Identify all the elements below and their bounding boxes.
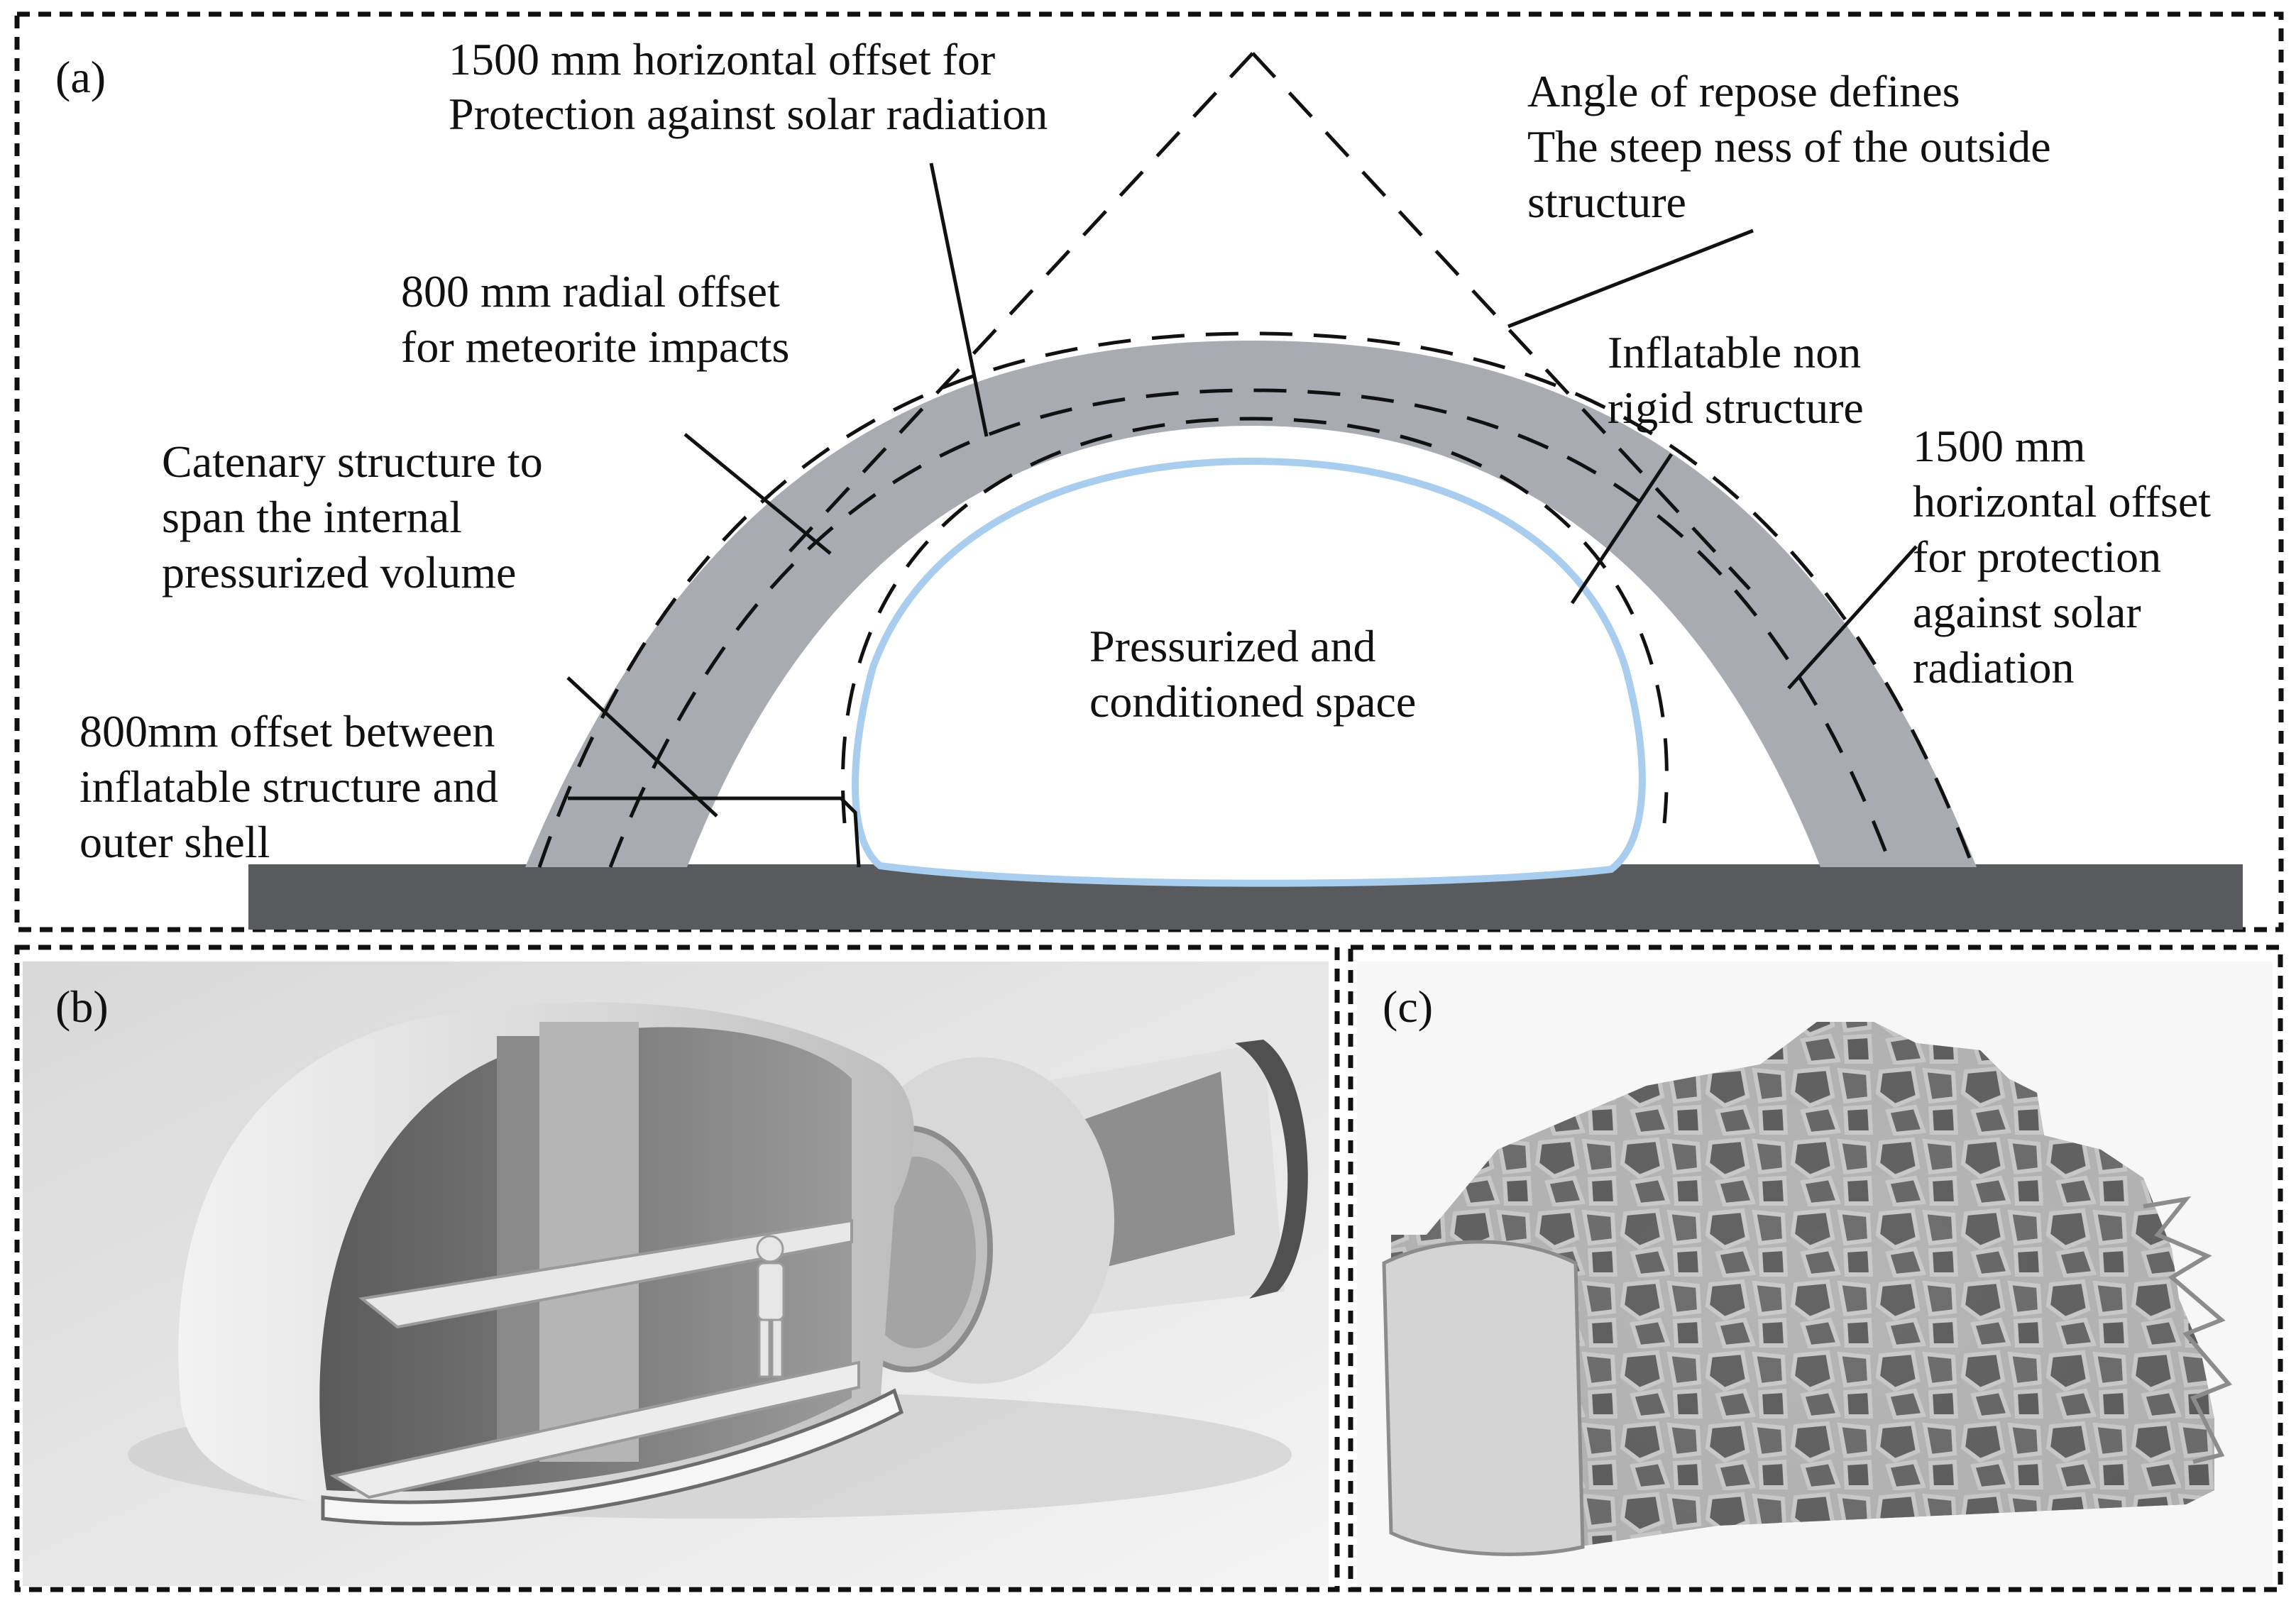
offset-notch-line [568, 796, 861, 868]
label-solar-right-4: against solar [1913, 587, 2141, 637]
catenary-shell [525, 341, 1977, 867]
label-catenary-3: pressurized volume [162, 547, 516, 598]
label-inflatable-2: rigid structure [1608, 382, 1864, 433]
label-repose-3: structure [1527, 177, 1686, 227]
human-scale-figure [756, 1235, 785, 1378]
leader-solar-right [1787, 545, 1918, 690]
label-offset-1: 800mm offset between [79, 706, 495, 756]
label-solar-right-5: radiation [1913, 642, 2074, 693]
panel-a: (a) 1500 mm horizontal offset for Protec… [14, 11, 2284, 932]
central-column-side [497, 1036, 539, 1455]
label-solar-right-1: 1500 mm [1913, 421, 2086, 471]
label-repose-2: The steep ness of the outside [1527, 121, 2051, 172]
label-center-1: Pressurized and [1089, 621, 1375, 671]
habitat-base-rim [321, 1388, 904, 1526]
panel-c-border [1348, 945, 2283, 1592]
label-radial-2: for meteorite impacts [401, 321, 789, 372]
tunnel-interior [1079, 1072, 1235, 1270]
central-column [539, 1022, 639, 1462]
angle-of-repose-left-dashed [786, 52, 1254, 555]
upper-deck [358, 1218, 853, 1329]
leader-inflatable [1570, 453, 1674, 605]
inner-offset-dashed-curve [840, 417, 1669, 824]
label-repose-1: Angle of repose defines [1527, 66, 1960, 116]
lower-deck [329, 1360, 860, 1499]
foam-end-cap [1382, 1240, 1585, 1556]
label-solar-right-3: for protection [1913, 532, 2161, 582]
panel-c-tag: (c) [1383, 981, 1433, 1032]
label-radial-1: 800 mm radial offset [401, 266, 780, 316]
leader-repose [1507, 228, 1754, 329]
label-center-2: conditioned space [1089, 676, 1416, 727]
tunnel-hatch [1235, 1040, 1308, 1299]
label-solar-top-1: 1500 mm horizontal offset for [449, 34, 995, 84]
label-offset-3: outer shell [79, 817, 270, 867]
angle-of-repose-right-dashed [1251, 52, 1751, 590]
label-offset-2: inflatable structure and [79, 761, 498, 812]
label-catenary-2: span the internal [162, 492, 462, 542]
label-inflatable-1: Inflatable non [1608, 327, 1861, 378]
foam-edge-spikes [2143, 1196, 2233, 1464]
panel-b-border [14, 945, 1340, 1592]
panel-b-tag: (b) [55, 981, 109, 1032]
leader-catenary [566, 676, 718, 817]
label-catenary-1: Catenary structure to [162, 436, 543, 487]
panel-b: (b) [14, 945, 1340, 1592]
radial-offset-dashed-curve [608, 388, 1894, 868]
inflatable-membrane [852, 457, 1646, 887]
leader-solar-top [929, 163, 989, 437]
panel-c: (c) [1348, 945, 2283, 1592]
label-solar-right-2: horizontal offset [1913, 476, 2211, 527]
label-solar-top-2: Protection against solar radiation [449, 89, 1048, 139]
leader-radial [683, 433, 832, 555]
panel-a-tag: (a) [55, 52, 106, 102]
